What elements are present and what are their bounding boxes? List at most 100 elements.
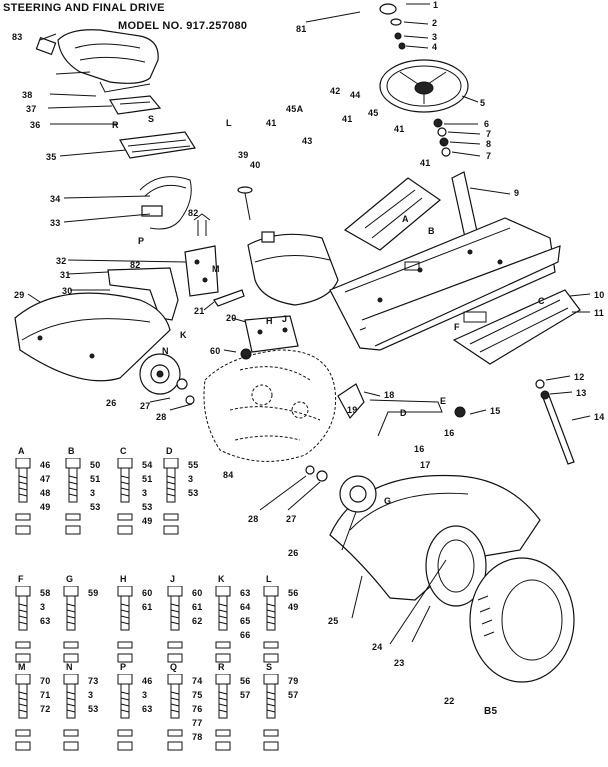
- hardware-part-number: 56: [240, 676, 251, 686]
- callout-44: 44: [350, 90, 361, 100]
- hardware-part-number: 58: [40, 588, 51, 598]
- hardware-part-number: 47: [40, 474, 51, 484]
- hardware-part-number: 62: [192, 616, 203, 626]
- hardware-head-letter: F: [18, 574, 24, 584]
- ball-joint-15: [454, 406, 466, 418]
- callout-38: 38: [22, 90, 33, 100]
- callout-19: 19: [347, 405, 358, 415]
- hardware-part-number: 46: [40, 460, 51, 470]
- support-bracket: [107, 267, 179, 321]
- hardware-head-letter: Q: [170, 662, 178, 672]
- tie-rod: [541, 392, 575, 465]
- callout-41d: 41: [420, 158, 431, 168]
- hardware-part-number: 53: [142, 502, 153, 512]
- callout-4: 4: [432, 42, 438, 52]
- callout-45: 45: [368, 108, 379, 118]
- seat-spring: [139, 176, 192, 230]
- callout-8: 8: [486, 139, 492, 149]
- hardware-head-letter: B: [68, 446, 75, 456]
- drag-link: [369, 399, 443, 437]
- fender-bracket: [184, 245, 219, 297]
- callout-39: 39: [238, 150, 249, 160]
- hardware-head-letter: R: [218, 662, 225, 672]
- hardware-part-number: 60: [142, 588, 153, 598]
- letter-marker-a: A: [402, 214, 409, 224]
- hardware-part-number: 3: [88, 690, 94, 700]
- hardware-part-number: 74: [192, 676, 203, 686]
- hardware-part-number: 59: [88, 588, 99, 598]
- callout-35: 35: [46, 152, 57, 162]
- callout-26b: 26: [288, 548, 299, 558]
- hardware-part-number: 53: [90, 502, 101, 512]
- callout-18: 18: [384, 390, 395, 400]
- washer-7b: [441, 147, 451, 157]
- callout-6: 6: [484, 119, 490, 129]
- bolt-icon: [117, 586, 133, 663]
- callout-60: 60: [210, 346, 221, 356]
- letter-marker-g: G: [384, 496, 392, 506]
- letter-marker-d: D: [400, 408, 407, 418]
- hardware-head-letter: H: [120, 574, 127, 584]
- hardware-part-number: 50: [90, 460, 101, 470]
- medallion-81: [379, 3, 397, 15]
- hardware-part-number: 3: [90, 488, 96, 498]
- hardware-head-letter: K: [218, 574, 225, 584]
- callout-43: 43: [302, 136, 313, 146]
- callout-1: 1: [433, 0, 439, 10]
- footrest-right: [452, 289, 581, 365]
- callout-82b: 82: [130, 260, 141, 270]
- hardware-part-number: 57: [240, 690, 251, 700]
- spring-plate: [141, 205, 163, 217]
- callout-26a: 26: [106, 398, 117, 408]
- callout-12: 12: [574, 372, 585, 382]
- hardware-part-number: 49: [288, 602, 299, 612]
- letter-marker-p: P: [138, 236, 145, 246]
- hardware-part-number: 76: [192, 704, 203, 714]
- callout-41c: 41: [394, 124, 405, 134]
- seat-bracket: [119, 131, 196, 159]
- bolt-icon: [117, 674, 133, 751]
- bracket-18: [337, 383, 365, 420]
- seat-decal: [35, 36, 57, 56]
- hardware-part-number: 71: [40, 690, 51, 700]
- hardware-part-number: 65: [240, 616, 251, 626]
- bolt-icon: [263, 586, 279, 663]
- hardware-part-number: 79: [288, 676, 299, 686]
- hardware-part-number: 53: [188, 488, 199, 498]
- hardware-head-letter: C: [120, 446, 127, 456]
- washer-28-left: [185, 395, 195, 405]
- hardware-part-number: 61: [192, 602, 203, 612]
- letter-marker-k: K: [180, 330, 187, 340]
- callout-20: 20: [226, 313, 237, 323]
- washer-28-right: [305, 465, 315, 475]
- rear-fender-left: [14, 292, 171, 382]
- nut: [394, 32, 402, 40]
- hardware-part-number: 73: [88, 676, 99, 686]
- hardware-part-number: 70: [40, 676, 51, 686]
- callout-22: 22: [444, 696, 455, 706]
- letter-marker-e: E: [440, 396, 447, 406]
- hardware-part-number: 57: [288, 690, 299, 700]
- hardware-part-number: 3: [142, 488, 148, 498]
- letter-marker-h: H: [266, 316, 273, 326]
- hardware-part-number: 48: [40, 488, 51, 498]
- callout-10: 10: [594, 290, 605, 300]
- bolt-icon: [167, 674, 183, 751]
- seat-hinge: [109, 95, 162, 115]
- bolt-pair: [193, 213, 211, 236]
- hardware-head-letter: A: [18, 446, 25, 456]
- hardware-part-number: 54: [142, 460, 153, 470]
- callout-37: 37: [26, 104, 37, 114]
- bolt-icon: [167, 586, 183, 663]
- hardware-part-number: 63: [40, 616, 51, 626]
- hardware-item-g: G 59: [62, 574, 110, 674]
- hardware-part-number: 60: [192, 588, 203, 598]
- callout-83: 83: [12, 32, 23, 42]
- model-number: MODEL NO. 917.257080: [118, 20, 248, 32]
- callout-27b: 27: [286, 514, 297, 524]
- hardware-head-letter: G: [66, 574, 74, 584]
